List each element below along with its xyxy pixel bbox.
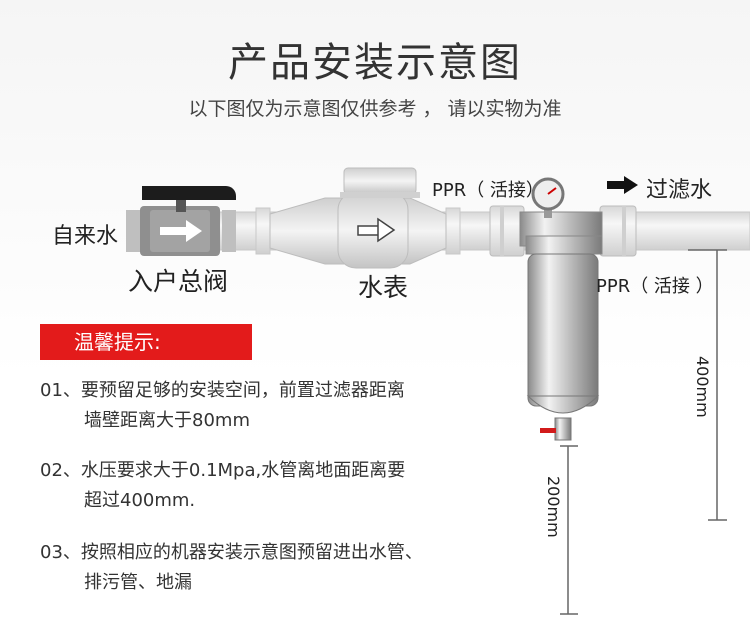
- page-title: 产品安装示意图: [228, 40, 522, 86]
- ppr-union-inlet-label: PPR（ 活接）: [432, 180, 544, 201]
- tip-item-2-line2: 超过400mm.: [84, 490, 196, 511]
- tip-item-1-line1: 01、要预留足够的安装空间，前置过滤器距离: [40, 380, 405, 401]
- page-subtitle: 以下图仅为示意图仅供参考 ， 请以实物为准: [188, 98, 562, 120]
- dimension-200mm-line: [560, 445, 578, 615]
- ppr-union-outlet: [599, 205, 637, 257]
- water-meter-label: 水表: [358, 273, 409, 302]
- outlet-arrow-icon: [607, 176, 638, 194]
- ppr-union-outlet-label: PPR（ 活接 ）: [596, 276, 714, 297]
- water-meter: [269, 167, 447, 269]
- tip-item-1: 01、要预留足够的安装空间，前置过滤器距离 墙壁距离大于80mm: [40, 376, 405, 436]
- tip-item-2: 02、水压要求大于0.1Mpa,水管离地面距离要 超过400mm.: [40, 456, 405, 516]
- tips-heading: 温馨提示:: [40, 324, 252, 360]
- prefilter: [519, 177, 603, 441]
- ppr-union-inlet: [489, 205, 525, 257]
- main-valve: [126, 186, 236, 256]
- valve-flow-arrow-icon: [160, 220, 202, 242]
- tip-item-3: 03、按照相应的机器安装示意图预留进出水管、 排污管、地漏: [40, 538, 423, 598]
- dimension-400mm-label: 400mm: [693, 356, 712, 418]
- meter-flow-arrow-icon: [357, 217, 396, 243]
- tip-item-3-line2: 排污管、地漏: [84, 572, 192, 593]
- dimension-400mm-line: [688, 249, 727, 521]
- main-valve-label: 入户总阀: [128, 267, 229, 296]
- outlet-label: 过滤水: [646, 178, 713, 203]
- tip-item-3-line1: 03、按照相应的机器安装示意图预留进出水管、: [40, 542, 423, 563]
- inlet-label: 自来水: [52, 224, 119, 249]
- tip-item-2-line1: 02、水压要求大于0.1Mpa,水管离地面距离要: [40, 460, 406, 481]
- tip-item-1-line2: 墙壁距离大于80mm: [84, 410, 250, 431]
- dimension-200mm-label: 200mm: [544, 476, 563, 538]
